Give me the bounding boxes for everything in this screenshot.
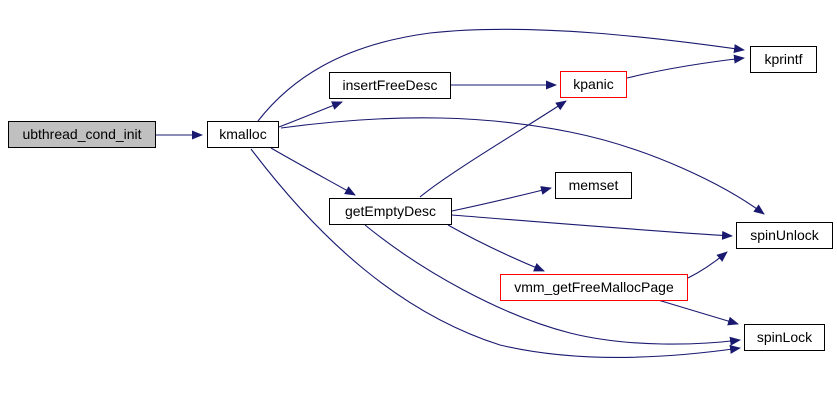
edge-kmalloc-to-getEmptyDesc xyxy=(270,147,356,196)
node-memset[interactable]: memset xyxy=(555,172,632,199)
edge-vmm_getFreeMallocPage-to-spinUnlock xyxy=(687,251,728,279)
edge-kmalloc-to-insertFreeDesc xyxy=(278,101,343,128)
edge-getEmptyDesc-to-spinLock xyxy=(364,224,741,346)
edge-kpanic-to-kprintf xyxy=(626,54,745,79)
edge-getEmptyDesc-to-vmm_getFreeMallocPage xyxy=(447,224,545,272)
node-spinUnlock[interactable]: spinUnlock xyxy=(736,222,833,249)
node-kprintf[interactable]: kprintf xyxy=(750,46,817,73)
edge-kmalloc-to-spinUnlock xyxy=(280,117,765,215)
node-getEmptyDesc[interactable]: getEmptyDesc xyxy=(329,198,452,225)
edge-getEmptyDesc-to-spinUnlock xyxy=(451,214,733,240)
edge-getEmptyDesc-to-memset xyxy=(451,186,552,212)
edge-vmm_getFreeMallocPage-to-spinLock xyxy=(657,299,739,326)
node-insertFreeDesc[interactable]: insertFreeDesc xyxy=(329,72,451,99)
node-kpanic[interactable]: kpanic xyxy=(560,71,627,98)
edge-kmalloc-to-spinLock xyxy=(250,148,741,358)
node-spinLock[interactable]: spinLock xyxy=(744,324,825,351)
node-vmm_getFreeMallocPage[interactable]: vmm_getFreeMallocPage xyxy=(500,274,688,301)
node-ubthread_cond_init: ubthread_cond_init xyxy=(8,121,156,148)
edge-getEmptyDesc-to-kpanic xyxy=(419,100,567,198)
edge-kmalloc-to-kprintf xyxy=(257,28,745,122)
node-kmalloc[interactable]: kmalloc xyxy=(207,121,279,148)
